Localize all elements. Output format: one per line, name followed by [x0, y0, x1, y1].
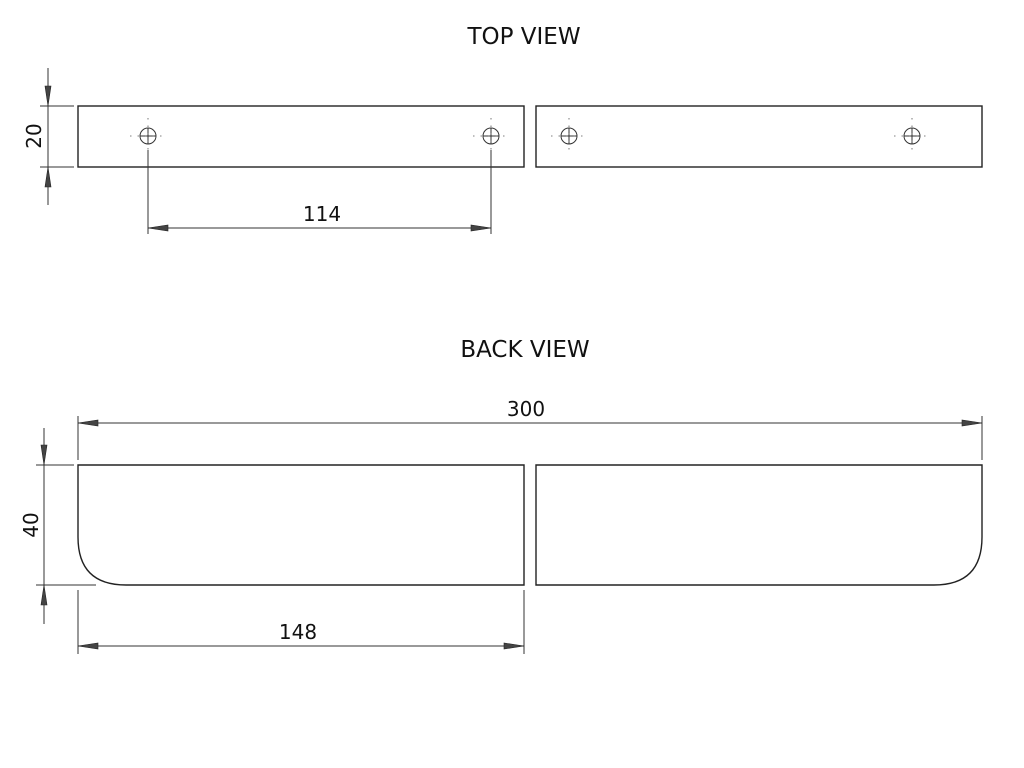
dimension-overall-length-label: 300	[507, 397, 545, 421]
dimension-back-height: 40	[19, 428, 96, 624]
dimension-overall-length: 300	[77, 397, 983, 460]
dimension-half-length: 148	[77, 590, 525, 654]
dimension-back-height-label: 40	[19, 512, 43, 537]
dimension-hole-spacing-label: 114	[303, 202, 341, 226]
top-view-left-bar	[77, 105, 525, 168]
dimension-top-height-label: 20	[22, 123, 46, 148]
back-view-title: BACK VIEW	[460, 337, 589, 363]
back-view-left-piece	[77, 464, 525, 586]
dimension-top-height: 20	[22, 68, 74, 205]
dimension-hole-spacing: 114	[147, 150, 492, 234]
top-view-right-bar	[535, 105, 983, 168]
top-view-title: TOP VIEW	[466, 24, 580, 50]
mounting-hole-4	[894, 118, 930, 154]
back-view-right-piece	[535, 464, 983, 586]
mounting-hole-1	[130, 118, 166, 154]
mounting-hole-2	[473, 118, 509, 154]
dimension-half-length-label: 148	[279, 620, 317, 644]
mounting-hole-3	[551, 118, 587, 154]
